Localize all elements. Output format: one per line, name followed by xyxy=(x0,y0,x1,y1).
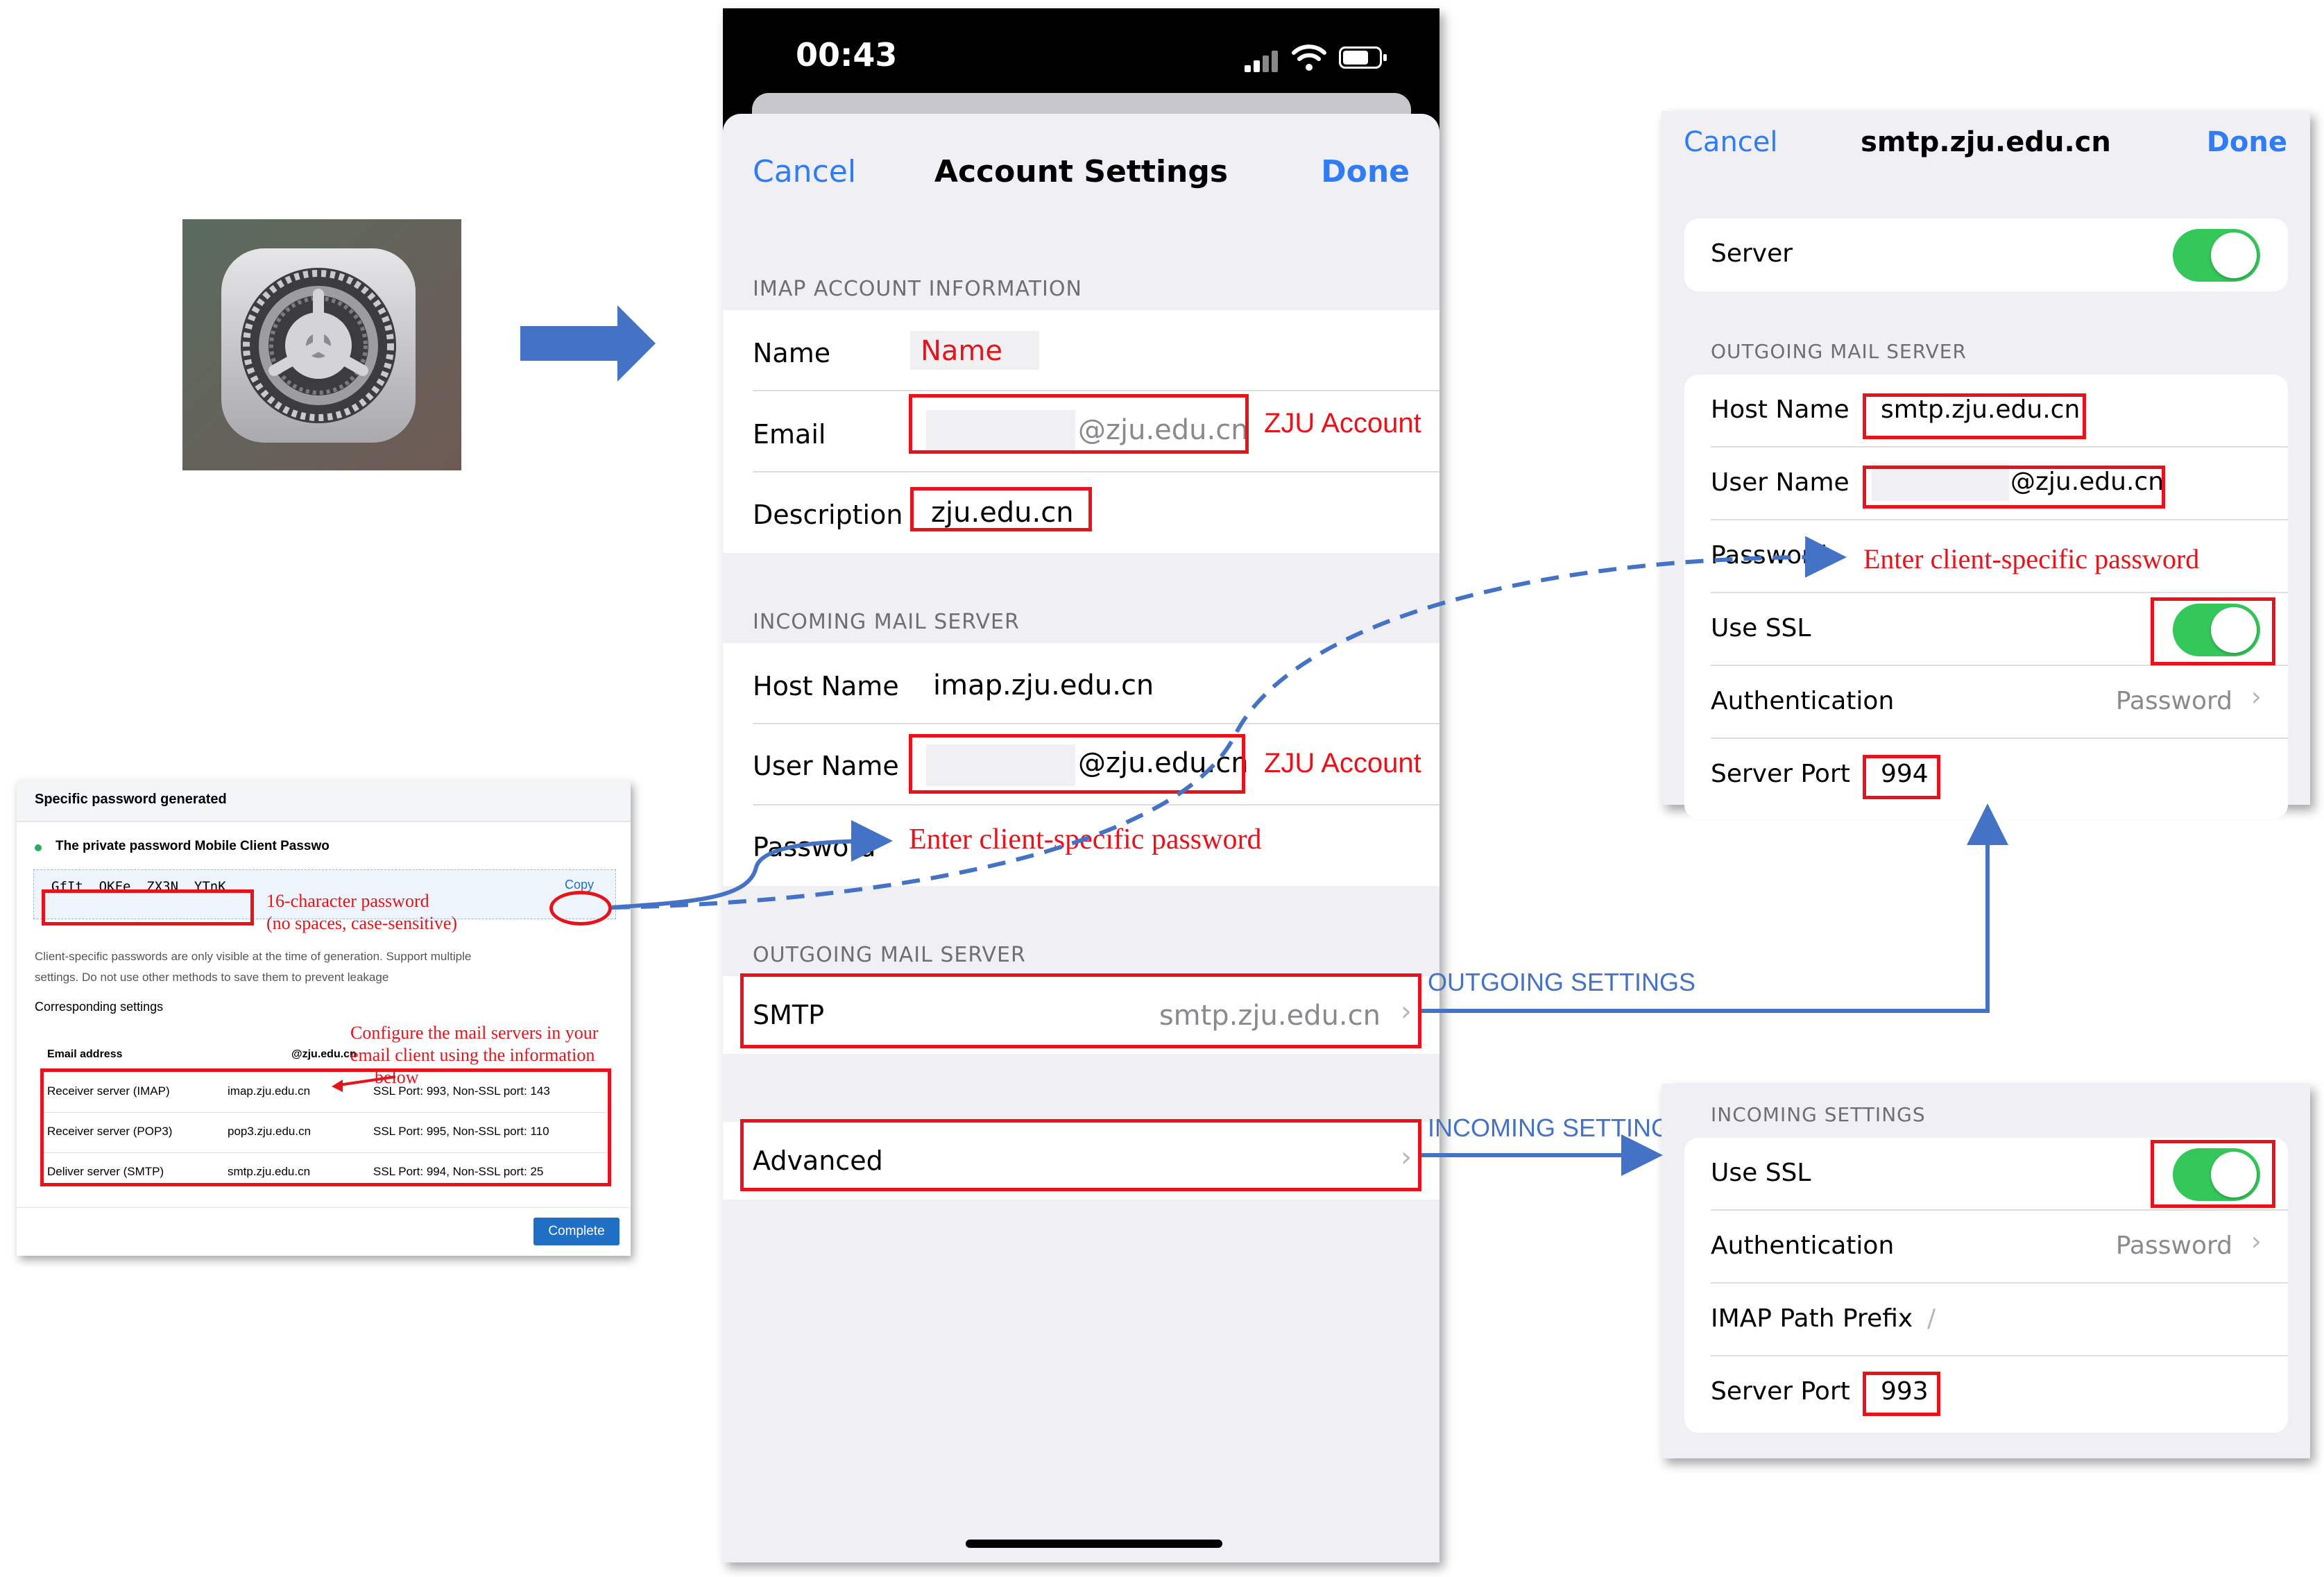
smtp-ssl-toggle[interactable] xyxy=(2173,604,2260,656)
smtp-user-value: @zju.edu.cn xyxy=(2010,468,2164,496)
configure-note-2: email client using the information xyxy=(350,1045,595,1065)
incoming-section-header: INCOMING MAIL SERVER xyxy=(753,610,1020,634)
status-dot xyxy=(35,844,42,851)
smtp-server-panel: Cancel smtp.zju.edu.cn Done Server OUTGO… xyxy=(1661,111,2310,819)
imap-section: Name Name Email @zju.edu.cn Description … xyxy=(723,310,1439,553)
dialog-note-2: settings. Do not use other methods to sa… xyxy=(35,971,389,984)
chevron-right-icon: › xyxy=(1401,996,1412,1028)
name-field[interactable] xyxy=(910,331,1039,370)
outgoing-settings-note: OUTGOING SETTINGS xyxy=(1428,968,1696,996)
password-box xyxy=(33,869,616,919)
incoming-ssl-label: Use SSL xyxy=(1711,1159,1811,1187)
name-value: Name xyxy=(921,335,1003,367)
smtp-row[interactable]: SMTP smtp.zju.edu.cn › xyxy=(723,976,1439,1054)
incoming-port-label: Server Port xyxy=(1711,1377,1850,1406)
imap-prefix-value[interactable]: / xyxy=(1927,1304,1936,1333)
chevron-right-icon: › xyxy=(1401,1141,1412,1173)
incoming-settings-group: Use SSL Authentication Password › IMAP P… xyxy=(1684,1138,2288,1433)
incoming-settings-note: INCOMING SETTINGS xyxy=(1428,1114,1688,1142)
smtp-auth-label: Authentication xyxy=(1711,687,1895,715)
dialog-header xyxy=(17,781,631,822)
smtp-panel-title: smtp.zju.edu.cn xyxy=(1861,126,2111,158)
corresponding-settings-label: Corresponding settings xyxy=(35,1000,164,1014)
complete-button[interactable]: Complete xyxy=(533,1218,620,1245)
sixteen-char-note-2: (no spaces, case-sensitive) xyxy=(266,913,458,933)
dialog-note-1: Client-specific passwords are only visib… xyxy=(35,950,472,963)
smtp-auth-value[interactable]: Password xyxy=(2115,687,2232,715)
smtp-label: SMTP xyxy=(753,1000,825,1030)
incoming-ssl-toggle[interactable] xyxy=(2173,1148,2260,1201)
incoming-settings-panel: INCOMING SETTINGS Use SSL Authentication… xyxy=(1661,1084,2310,1458)
smtp-host-value[interactable]: smtp.zju.edu.cn xyxy=(1881,395,2081,424)
password-label: Password xyxy=(753,832,876,862)
zju-account-note-2: ZJU Account xyxy=(1264,748,1421,778)
host-name-value[interactable]: imap.zju.edu.cn xyxy=(933,670,1154,701)
dialog-title: Specific password generated xyxy=(35,792,227,807)
advanced-row[interactable]: Advanced › xyxy=(723,1122,1439,1200)
page-title: Account Settings xyxy=(934,154,1229,189)
server-toggle[interactable] xyxy=(2173,229,2260,282)
wifi-icon xyxy=(1292,44,1326,71)
email-value: @zju.edu.cn xyxy=(1078,414,1249,446)
smtp-host-label: Host Name xyxy=(1711,395,1849,424)
chevron-right-icon: › xyxy=(2250,1226,2262,1256)
incoming-panel-header: INCOMING SETTINGS xyxy=(1711,1103,1926,1126)
imap-section-header: IMAP ACCOUNT INFORMATION xyxy=(753,277,1082,301)
smtp-user-field[interactable] xyxy=(1872,463,2009,501)
outgoing-section-header: OUTGOING MAIL SERVER xyxy=(753,943,1026,967)
email-address-header: Email address xyxy=(47,1048,123,1060)
configure-note-1: Configure the mail servers in your xyxy=(350,1023,599,1043)
email-label: Email xyxy=(753,419,826,450)
zju-account-note-1: ZJU Account xyxy=(1264,408,1421,438)
smtp-port-label: Server Port xyxy=(1711,760,1850,788)
signal-icon xyxy=(1245,49,1281,72)
email-address-value: @zju.edu.cn xyxy=(291,1048,357,1060)
user-name-label: User Name xyxy=(753,751,899,781)
settings-app-tile xyxy=(182,219,461,470)
enter-password-note-2: Enter client-specific password xyxy=(1863,543,2200,574)
incoming-auth-label: Authentication xyxy=(1711,1231,1895,1260)
name-label: Name xyxy=(753,338,831,368)
table-row: Receiver server (IMAP) imap.zju.edu.cn S… xyxy=(47,1084,550,1098)
smtp-user-label: User Name xyxy=(1711,468,1849,497)
right-arrow-icon xyxy=(520,305,656,382)
description-value[interactable]: zju.edu.cn xyxy=(931,497,1074,529)
done-button[interactable]: Done xyxy=(1321,154,1410,189)
smtp-done-button[interactable]: Done xyxy=(2206,126,2287,158)
smtp-value: smtp.zju.edu.cn xyxy=(1159,1000,1381,1032)
password-generated-dialog: Specific password generated The private … xyxy=(17,781,631,1256)
smtp-section-header: OUTGOING MAIL SERVER xyxy=(1711,340,1967,363)
server-toggle-row: Server xyxy=(1684,219,2288,291)
imap-prefix-label: IMAP Path Prefix xyxy=(1711,1304,1913,1333)
configure-note-3: below xyxy=(375,1067,419,1087)
description-label: Description xyxy=(753,500,903,530)
smtp-ssl-label: Use SSL xyxy=(1711,614,1811,642)
settings-gear-icon[interactable] xyxy=(221,248,416,443)
incoming-port-value[interactable]: 993 xyxy=(1881,1377,1929,1406)
home-indicator xyxy=(966,1540,1222,1548)
copy-button[interactable]: Copy xyxy=(565,878,595,892)
smtp-port-value[interactable]: 994 xyxy=(1881,760,1929,788)
incoming-auth-value[interactable]: Password xyxy=(2115,1231,2232,1260)
smtp-password-label: Password xyxy=(1711,541,1828,570)
smtp-settings-group: Host Name smtp.zju.edu.cn User Name @zju… xyxy=(1684,375,2288,819)
enter-password-note-1: Enter client-specific password xyxy=(909,824,1262,855)
table-row: Receiver server (POP3) pop3.zju.edu.cn S… xyxy=(47,1125,549,1138)
chevron-right-icon: › xyxy=(2250,681,2262,712)
battery-icon xyxy=(1339,46,1387,69)
cancel-button[interactable]: Cancel xyxy=(753,154,857,189)
host-name-label: Host Name xyxy=(753,671,899,701)
status-time: 00:43 xyxy=(796,36,898,74)
advanced-label: Advanced xyxy=(753,1145,883,1176)
table-row: Deliver server (SMTP) smtp.zju.edu.cn SS… xyxy=(47,1165,544,1178)
sixteen-char-note-1: 16-character password xyxy=(266,891,429,911)
server-label: Server xyxy=(1711,239,1793,268)
smtp-cancel-button[interactable]: Cancel xyxy=(1684,126,1778,158)
email-field[interactable] xyxy=(926,410,1075,452)
dialog-subtitle: The private password Mobile Client Passw… xyxy=(55,839,330,853)
